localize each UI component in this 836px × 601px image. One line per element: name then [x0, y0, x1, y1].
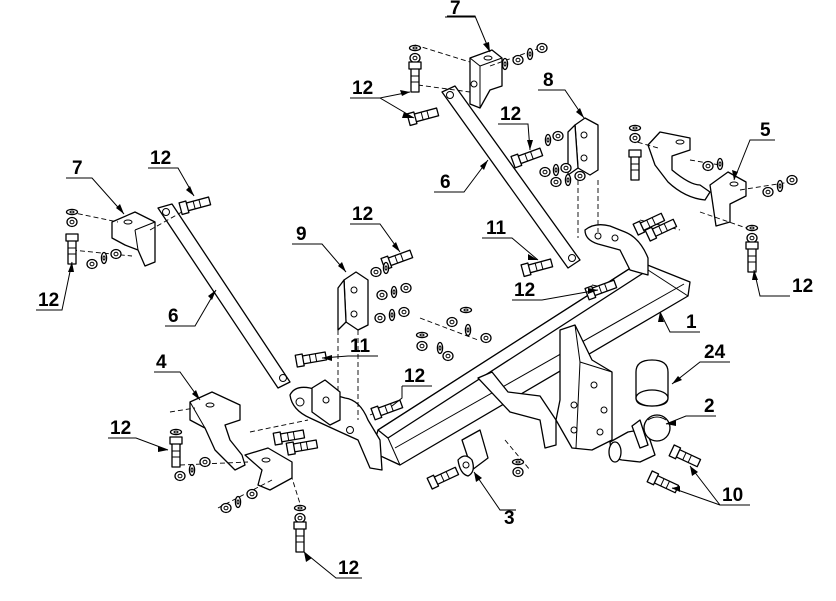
callout-12-right: 12	[792, 276, 813, 297]
right-support-strap	[441, 85, 581, 269]
callout-12-left-bottom: 12	[38, 290, 59, 311]
callout-2: 2	[704, 396, 715, 417]
callout-12-left-top: 12	[150, 148, 171, 169]
middle-bracket-9	[337, 271, 369, 331]
tow-ball-cap	[635, 359, 669, 407]
callout-7-top: 7	[450, 0, 461, 19]
left-support-strap	[157, 203, 291, 389]
callout-8: 8	[543, 70, 554, 91]
callout-1: 1	[686, 312, 697, 333]
callout-11-lower: 11	[350, 336, 371, 357]
callout-6-right: 6	[440, 172, 451, 193]
right-bar-end-plate	[584, 224, 649, 276]
fasteners	[65, 42, 798, 553]
callout-10: 10	[722, 485, 743, 506]
callout-12-bar: 12	[404, 366, 425, 387]
callout-labels: 7 12 12 8 5 6 12 7 12 9 11 12 12 6 1 12	[36, 0, 813, 579]
callout-5: 5	[760, 120, 771, 141]
callout-12-top-left: 12	[352, 78, 373, 99]
left-rail-bracket	[189, 391, 293, 491]
hitch-mount-bracket	[477, 324, 613, 451]
callout-12-bracket-4: 12	[110, 418, 131, 439]
callout-7-left: 7	[72, 158, 83, 179]
callout-12-center: 12	[514, 280, 535, 301]
callout-4: 4	[156, 352, 167, 373]
callout-24: 24	[704, 342, 726, 363]
callout-6-left: 6	[168, 306, 179, 327]
electrical-socket-plate	[457, 429, 489, 477]
callout-12-near-8: 12	[500, 104, 521, 125]
tow-ball-neck	[608, 414, 671, 463]
middle-bracket-8	[567, 117, 599, 176]
top-angle-bracket-upper	[469, 49, 503, 109]
callout-9: 9	[296, 224, 307, 245]
left-bar-end-plate	[289, 379, 383, 471]
leader-arrowheads	[68, 42, 758, 562]
callout-12-near-9: 12	[352, 204, 373, 225]
callout-11-upper: 11	[486, 218, 507, 239]
top-angle-bracket-left	[111, 211, 156, 267]
right-rail-bracket	[647, 131, 747, 227]
callout-12-bottom: 12	[338, 558, 359, 579]
callout-3: 3	[504, 508, 515, 529]
